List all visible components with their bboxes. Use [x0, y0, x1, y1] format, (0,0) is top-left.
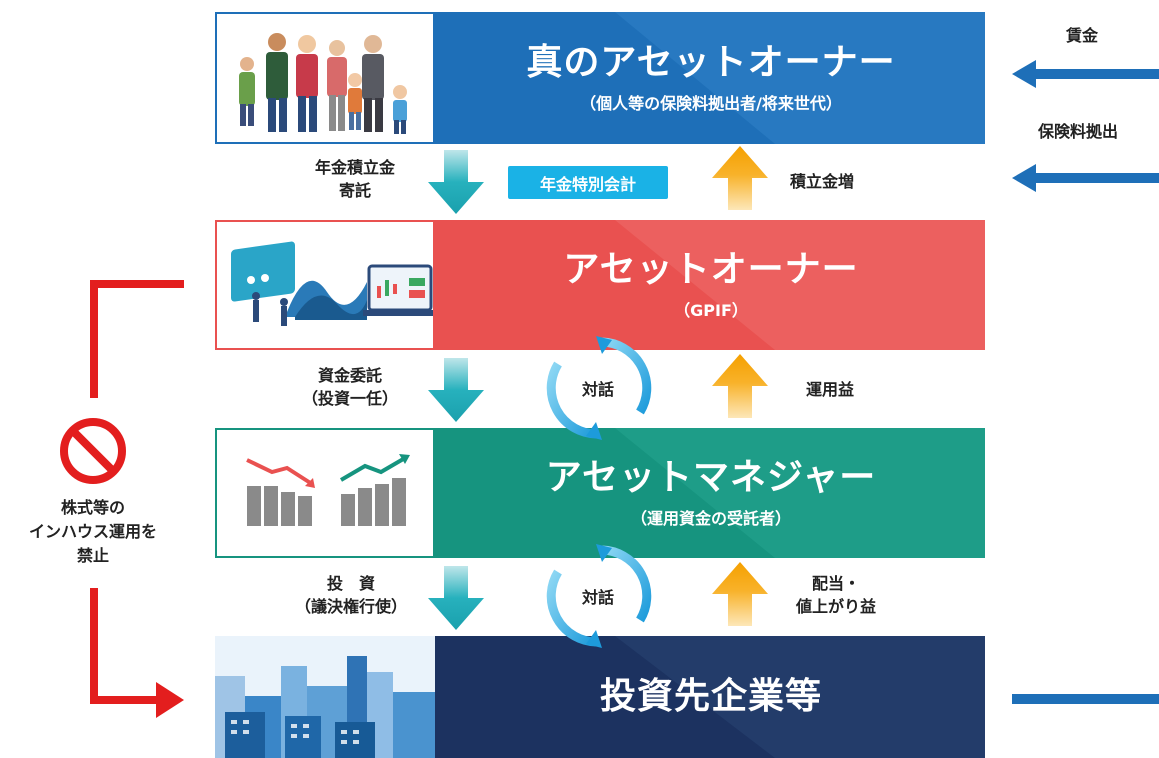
- asset-owner-text: アセットオーナー （GPIF）: [437, 220, 985, 350]
- left-arrow-icon: [1012, 60, 1159, 88]
- up-arrow-icon: [712, 146, 768, 210]
- family-icon: [239, 33, 407, 134]
- special-account-badge: 年金特別会計: [508, 166, 668, 199]
- asset-owner-band: アセットオーナー （GPIF）: [215, 220, 985, 350]
- dividend-label-line1: 配当・: [811, 574, 860, 593]
- down-arrow-icon: [428, 566, 484, 630]
- asset-owner-subtitle: （GPIF）: [674, 300, 748, 320]
- analytics-illustration: [215, 220, 435, 350]
- true-owner-text: 真のアセットオーナー （個人等の保険料拠出者/将来世代）: [437, 12, 985, 144]
- prohibited-icon: [60, 418, 126, 484]
- dialogue-cycle-icon: [546, 336, 652, 440]
- wage-label: 賃金: [1066, 26, 1099, 45]
- bar-chart-illustration: [215, 428, 435, 558]
- family-illustration: [215, 12, 435, 144]
- prohibition-line2: インハウス運用を: [28, 522, 157, 541]
- invest-label-line1: 投 資: [326, 574, 375, 593]
- dividend-label-line2: 値上がり益: [795, 597, 876, 617]
- invest-label: 投 資 （議決権行使）: [286, 572, 416, 618]
- entrust-label-line2: （投資一任）: [301, 389, 398, 409]
- reserve-increase-label: 積立金増: [790, 172, 855, 191]
- analytics-icon: [231, 241, 433, 326]
- up-arrow-icon: [712, 354, 768, 418]
- city-buildings-icon: [215, 656, 435, 758]
- city-illustration: [215, 636, 435, 758]
- true-owner-subtitle: （個人等の保険料拠出者/将来世代）: [580, 93, 842, 113]
- dialogue-cycle-icon: [546, 544, 652, 648]
- dialogue-label-2: 対話: [581, 588, 614, 607]
- asset-manager-subtitle: （運用資金の受託者）: [630, 508, 791, 528]
- asset-manager-text: アセットマネジャー （運用資金の受託者）: [437, 428, 985, 558]
- asset-owner-title: アセットオーナー: [563, 249, 859, 291]
- true-owner-title: 真のアセットオーナー: [526, 42, 896, 84]
- asset-manager-band: アセットマネジャー （運用資金の受託者）: [215, 428, 985, 558]
- true-asset-owner-band: 真のアセットオーナー （個人等の保険料拠出者/将来世代）: [215, 12, 985, 144]
- left-arrow-icon: [1012, 164, 1159, 192]
- prohibition-bracket-line: [90, 280, 184, 718]
- entrust-label: 資金委託 （投資一任）: [290, 364, 410, 410]
- return-label: 運用益: [806, 380, 855, 399]
- deposit-label-line2: 寄託: [338, 181, 371, 201]
- prohibition-line1: 株式等の: [60, 498, 125, 517]
- investee-text: 投資先企業等: [437, 636, 985, 758]
- entrust-label-line1: 資金委託: [317, 366, 382, 385]
- deposit-label-line1: 年金積立金: [314, 158, 395, 177]
- dialogue-label: 対話: [581, 380, 614, 399]
- investee-title: 投資先企業等: [599, 676, 822, 718]
- dividend-label: 配当・ 値上がり益: [786, 572, 886, 618]
- asset-manager-title: アセットマネジャー: [545, 457, 877, 499]
- invest-label-line2: （議決権行使）: [294, 597, 407, 617]
- prohibition-text: 株式等の インハウス運用を 禁止: [8, 496, 178, 568]
- up-arrow-icon: [712, 562, 768, 626]
- investee-band: 投資先企業等: [215, 636, 985, 758]
- premium-label: 保険料拠出: [1038, 122, 1119, 141]
- bar-chart-icon: [246, 454, 410, 526]
- deposit-label: 年金積立金 寄託: [300, 156, 410, 202]
- prohibition-line3: 禁止: [76, 546, 109, 565]
- down-arrow-icon: [428, 150, 484, 214]
- down-arrow-icon: [428, 358, 484, 422]
- connector-line: [1012, 694, 1159, 704]
